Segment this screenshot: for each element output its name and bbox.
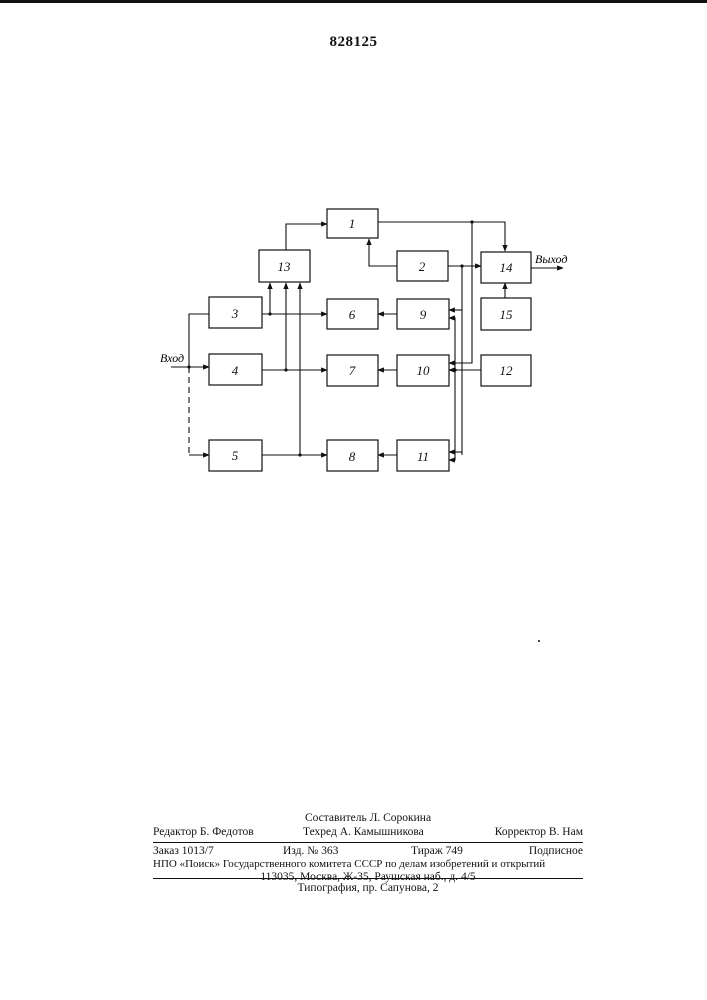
wire-1-14: [378, 222, 505, 251]
output-label: Выход: [535, 252, 567, 266]
block-6: 6: [327, 299, 378, 329]
wire-12-9: [449, 318, 481, 370]
block-10: 10: [397, 355, 449, 386]
order-number: Заказ 1013/7: [153, 845, 214, 858]
block-11: 11: [397, 440, 449, 471]
junction-dot: [470, 220, 473, 223]
order-block: Заказ 1013/7 Изд. № 363 Тираж 749 Подпис…: [153, 845, 583, 885]
block-1: 1: [327, 209, 378, 238]
svg-text:1: 1: [349, 216, 356, 231]
wire-13-1: [286, 224, 327, 250]
corrector: Корректор В. Нам: [495, 826, 583, 839]
junction-dot: [460, 264, 463, 267]
svg-text:3: 3: [231, 306, 239, 321]
svg-text:2: 2: [419, 259, 426, 274]
compiler: Составитель Л. Сорокина: [305, 812, 431, 824]
stray-mark: [538, 640, 540, 642]
block-9: 9: [397, 299, 449, 329]
block-4: 4: [209, 354, 262, 385]
org-line: НПО «Поиск» Государственного комитета СС…: [153, 858, 583, 872]
block-5: 5: [209, 440, 262, 471]
techred: Техред А. Камышникова: [303, 826, 424, 839]
svg-text:5: 5: [232, 448, 239, 463]
block-13: 13: [259, 250, 310, 282]
block-7: 7: [327, 355, 378, 386]
junction-dot: [187, 365, 190, 368]
svg-text:12: 12: [500, 363, 514, 378]
svg-text:13: 13: [278, 259, 292, 274]
svg-text:9: 9: [420, 307, 427, 322]
block-3: 3: [209, 297, 262, 328]
wire-bus-1-10: [449, 222, 472, 363]
svg-text:6: 6: [349, 307, 356, 322]
block-8: 8: [327, 440, 378, 471]
wire-2-1: [369, 239, 397, 266]
wire-12-11: [449, 370, 455, 460]
divider: [153, 878, 583, 879]
block-15: 15: [481, 298, 531, 330]
junction-dot: [453, 368, 456, 371]
junction-dot: [268, 312, 271, 315]
svg-text:8: 8: [349, 449, 356, 464]
svg-text:10: 10: [417, 363, 431, 378]
block-12: 12: [481, 355, 531, 386]
block-2: 2: [397, 251, 448, 281]
editor: Редактор Б. Федотов: [153, 826, 254, 839]
junction-dot: [298, 453, 301, 456]
circulation: Тираж 749: [411, 845, 463, 858]
printer-block: Типография, пр. Сапунова, 2: [153, 882, 583, 898]
subscription: Подписное: [529, 845, 583, 858]
compiler-line: Составитель Л. Сорокина: [153, 812, 583, 825]
svg-text:11: 11: [417, 449, 429, 464]
block-14: 14: [481, 252, 531, 283]
printer: Типография, пр. Сапунова, 2: [153, 882, 583, 895]
svg-text:4: 4: [232, 363, 239, 378]
svg-text:15: 15: [500, 307, 514, 322]
svg-text:14: 14: [500, 260, 514, 275]
credits-row: Редактор Б. Федотов Техред А. Камышников…: [153, 826, 583, 842]
junction-dot: [284, 368, 287, 371]
divider: [153, 842, 583, 843]
edition-number: Изд. № 363: [283, 845, 338, 858]
wire-input-to-3: [189, 314, 209, 367]
svg-text:7: 7: [349, 363, 356, 378]
input-label: Вход: [160, 351, 184, 365]
